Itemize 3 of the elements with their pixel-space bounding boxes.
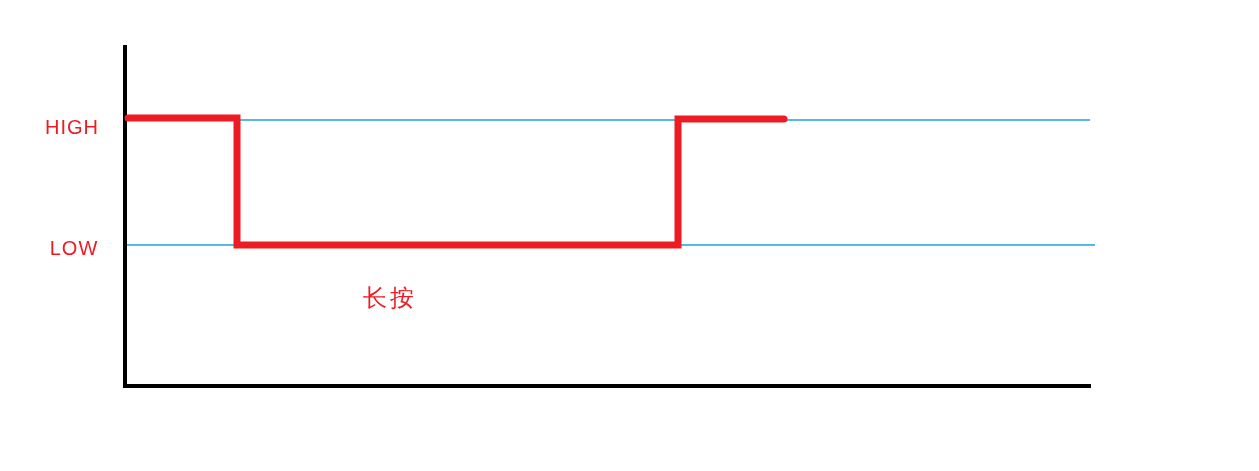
level-label: LOW: [49, 238, 99, 258]
annotation-text: 长按: [363, 286, 417, 310]
level-label: HIGH: [45, 117, 99, 137]
